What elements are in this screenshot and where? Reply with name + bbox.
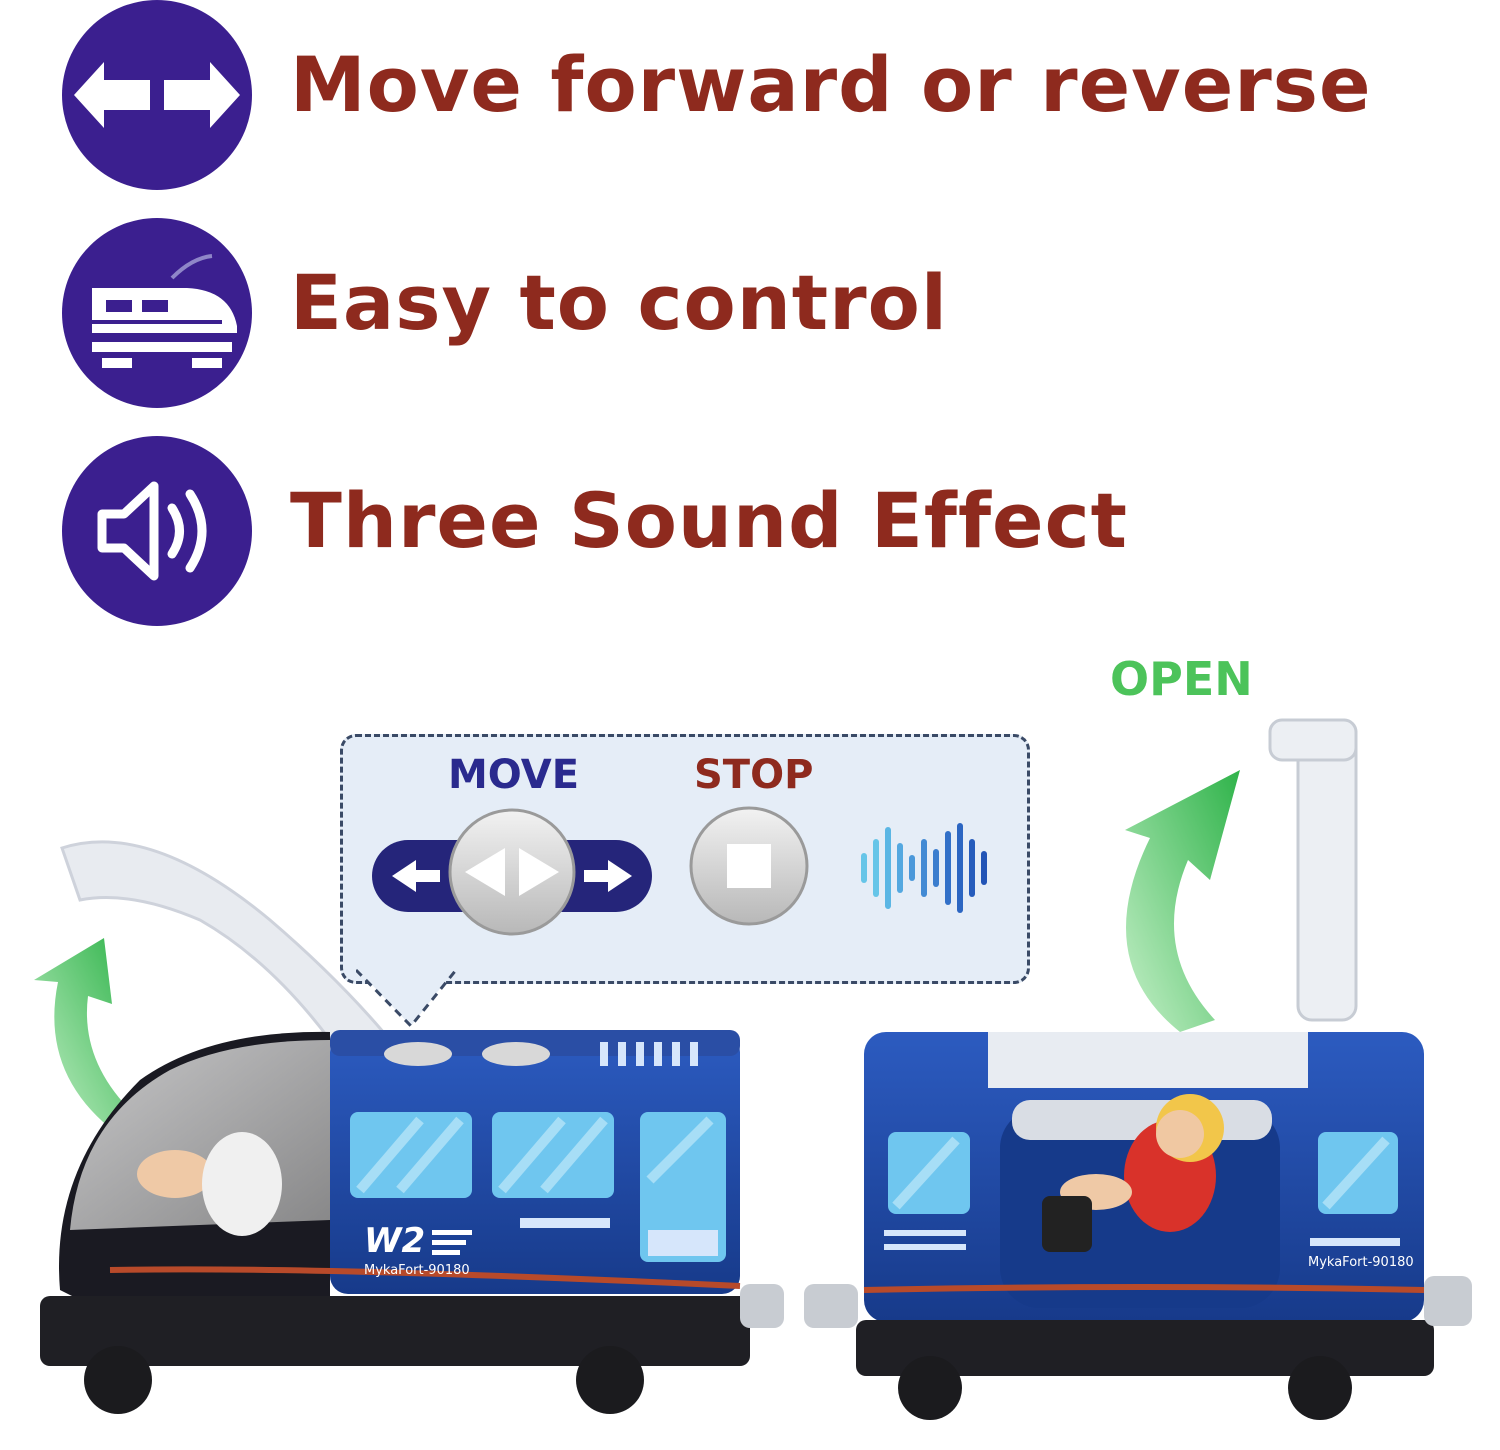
feature-label: Three Sound Effect	[290, 476, 1128, 565]
feature-label: Easy to control	[290, 258, 948, 347]
feature-control: Easy to control	[62, 218, 1462, 408]
callout-tail	[356, 968, 458, 1029]
train-icon	[62, 218, 252, 408]
lift-arrow-icon	[34, 938, 132, 1128]
move-button[interactable]	[372, 808, 652, 936]
open-arrow-icon	[1125, 770, 1240, 1032]
speaker-icon	[62, 436, 252, 626]
stop-label: STOP	[694, 752, 814, 798]
open-label: OPEN	[1110, 652, 1253, 706]
engine-model: MykaFort-90180	[364, 1263, 470, 1278]
car-model: MykaFort-90180	[1308, 1255, 1414, 1270]
move-label: MOVE	[448, 752, 580, 798]
engine-code-stripes	[432, 1230, 472, 1255]
feature-label: Move forward or reverse	[290, 40, 1372, 129]
sound-wave-icon	[861, 823, 987, 913]
feature-move: Move forward or reverse	[62, 0, 1462, 190]
feature-sound: Three Sound Effect	[62, 436, 1462, 626]
train-car	[804, 718, 1472, 1420]
train-engine	[40, 1030, 784, 1414]
stop-button[interactable]	[689, 806, 809, 926]
engine-canopy	[60, 840, 394, 1042]
engine-code: W2	[364, 1221, 425, 1261]
double-arrow-icon	[62, 0, 252, 190]
